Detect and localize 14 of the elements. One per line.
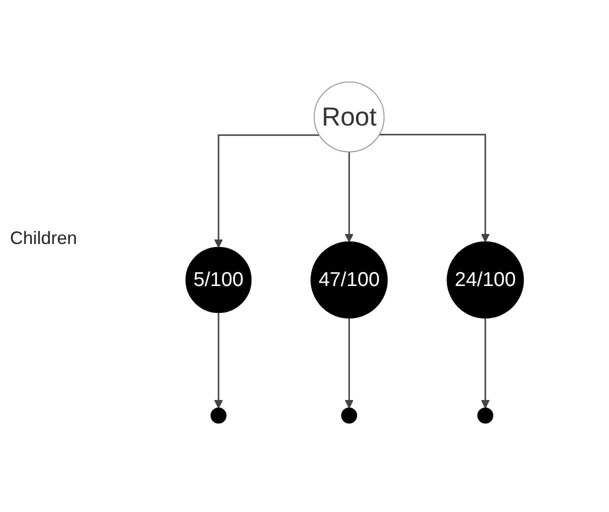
node-circle: 47/100 (310, 241, 388, 319)
arrow (345, 151, 354, 242)
arrow (214, 134, 320, 248)
node-circle: Root (314, 81, 385, 152)
arrow (481, 317, 490, 408)
arrow (214, 312, 224, 408)
node-dots (478, 408, 494, 424)
node-dots (341, 408, 358, 424)
node-circle: 5/100 (186, 246, 252, 313)
row-label: Children (10, 228, 78, 249)
node-dots (210, 408, 227, 424)
node-circle: 24/100 (447, 241, 524, 319)
arrow (345, 317, 354, 408)
arrow (380, 134, 490, 242)
